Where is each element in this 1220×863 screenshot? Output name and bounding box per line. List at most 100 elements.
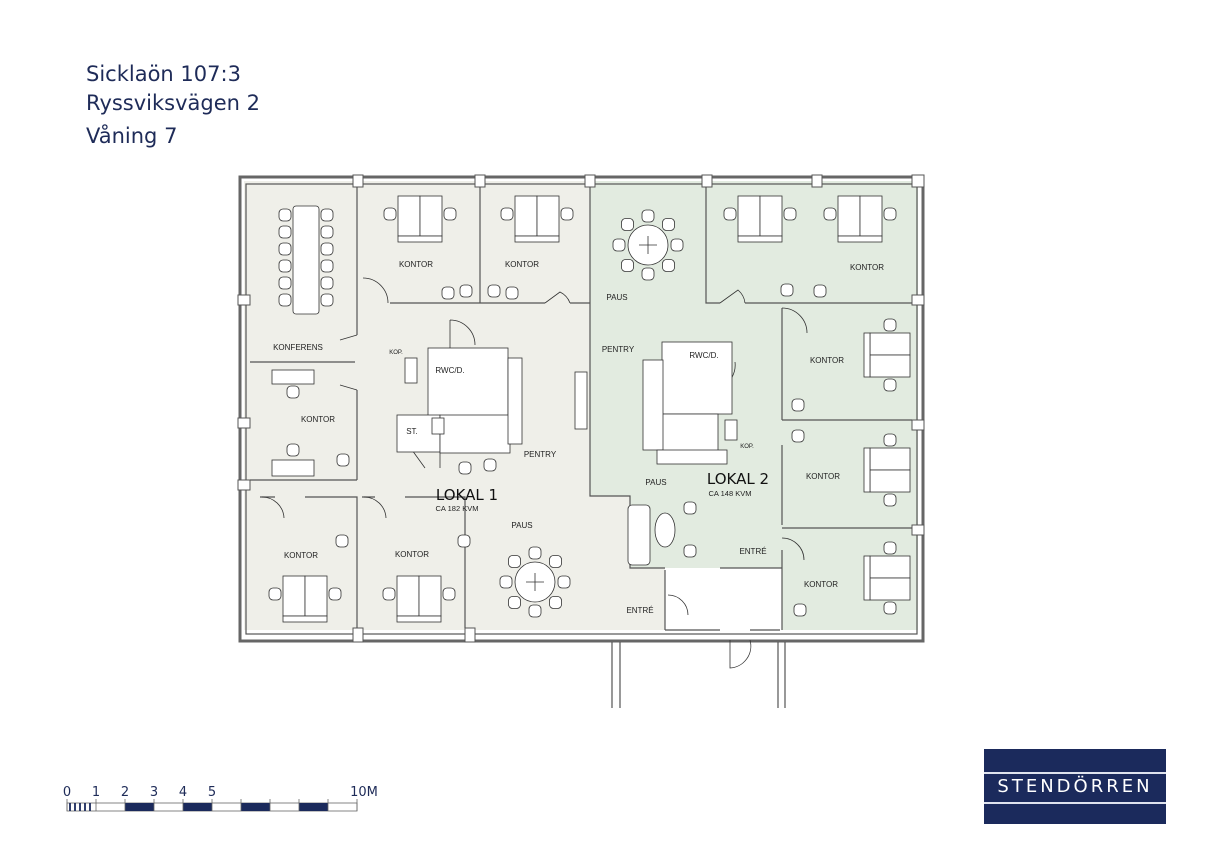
chair [780, 283, 794, 297]
chair [723, 207, 737, 221]
chair [457, 534, 471, 548]
room-label-kontor: KONTOR [810, 356, 844, 365]
room-label-kop: KOP. [389, 350, 403, 356]
scale-label: 0 [63, 785, 71, 800]
chair [683, 501, 697, 515]
desk [869, 469, 911, 493]
desk [837, 195, 861, 237]
chair [883, 318, 897, 332]
desk-return [397, 235, 443, 243]
chair [883, 493, 897, 507]
core-lokal-1 [396, 347, 588, 454]
room-label-kontor: KONTOR [505, 260, 539, 269]
chair [683, 544, 697, 558]
chair [320, 225, 334, 239]
chair [500, 207, 514, 221]
interior-walls [250, 187, 912, 708]
scale-label: 5 [208, 785, 216, 800]
room-label-kontor: KONTOR [301, 415, 335, 424]
chair [528, 604, 542, 618]
chair [883, 207, 897, 221]
lokal-2-area: CA 148 KVM [709, 489, 752, 498]
property-designation: Sicklaön 107:3 [86, 62, 241, 86]
chair [268, 587, 282, 601]
chair [336, 453, 350, 467]
room-label-kontor: KONTOR [804, 580, 838, 589]
chair [335, 534, 349, 548]
room-label-rwc: RWC/D. [435, 366, 464, 375]
conference-table [292, 205, 320, 315]
room-label-kop: KOP. [740, 444, 754, 450]
desk [282, 575, 306, 617]
chair [528, 546, 542, 560]
chair [499, 575, 513, 589]
floor-level: Våning 7 [86, 124, 178, 148]
desk [759, 195, 783, 237]
chair [883, 433, 897, 447]
room-label-kontor: KONTOR [806, 472, 840, 481]
address: Ryssviksvägen 2 [86, 91, 261, 115]
room-label-konferens: KONFERENS [273, 343, 323, 352]
chair [483, 458, 497, 472]
chair [549, 555, 562, 568]
desk [418, 575, 442, 617]
chair [382, 587, 396, 601]
scale-label: 4 [179, 785, 187, 800]
scale-label: 3 [150, 785, 158, 800]
chair [278, 276, 292, 290]
chair [320, 259, 334, 273]
room-label-entre: ENTRÉ [626, 606, 653, 615]
desk [271, 369, 315, 385]
chair [320, 276, 334, 290]
chair [443, 207, 457, 221]
lokal-1-area: CA 182 KVM [436, 504, 479, 513]
room-label-paus: PAUS [645, 478, 666, 487]
desk [869, 447, 911, 471]
chair [823, 207, 837, 221]
lokal-2-name: LOKAL 2 [707, 470, 769, 488]
room-label-st: ST. [406, 427, 418, 436]
chair [328, 587, 342, 601]
stendorren-logo: STENDÖRREN [984, 749, 1166, 824]
chair [278, 242, 292, 256]
chair [791, 398, 805, 412]
scale-bar: 0 1 2 3 4 5 10M [63, 785, 378, 812]
chair [278, 293, 292, 307]
chair [783, 207, 797, 221]
chair [670, 238, 684, 252]
desk [869, 354, 911, 378]
furniture [268, 195, 911, 623]
doors [261, 277, 808, 669]
chair [441, 286, 455, 300]
chair [813, 284, 827, 298]
room-label-pentry: PENTRY [524, 450, 557, 459]
chair [662, 259, 675, 272]
sofa [627, 504, 651, 566]
chair [286, 443, 300, 457]
desk-return [863, 332, 871, 378]
chair [458, 461, 472, 475]
chair [320, 293, 334, 307]
chair [621, 259, 634, 272]
chair [612, 238, 626, 252]
chair [641, 209, 655, 223]
room-label-kontor: KONTOR [850, 263, 884, 272]
entrance-vestibule [665, 570, 782, 630]
chair [793, 603, 807, 617]
room-label-rwc: RWC/D. [689, 351, 718, 360]
room-label-paus: PAUS [511, 521, 532, 530]
desk-return [863, 447, 871, 493]
room-label-kontor: KONTOR [399, 260, 433, 269]
desk [271, 459, 315, 477]
scale-label: 1 [92, 785, 100, 800]
logo-text: STENDÖRREN [997, 776, 1153, 797]
lokal-1-name: LOKAL 1 [436, 486, 498, 504]
desk [419, 195, 443, 237]
desk-return [737, 235, 783, 243]
room-label-entre: ENTRÉ [739, 547, 766, 556]
chair [791, 429, 805, 443]
desk [304, 575, 328, 617]
chair [883, 601, 897, 615]
desk [737, 195, 761, 237]
